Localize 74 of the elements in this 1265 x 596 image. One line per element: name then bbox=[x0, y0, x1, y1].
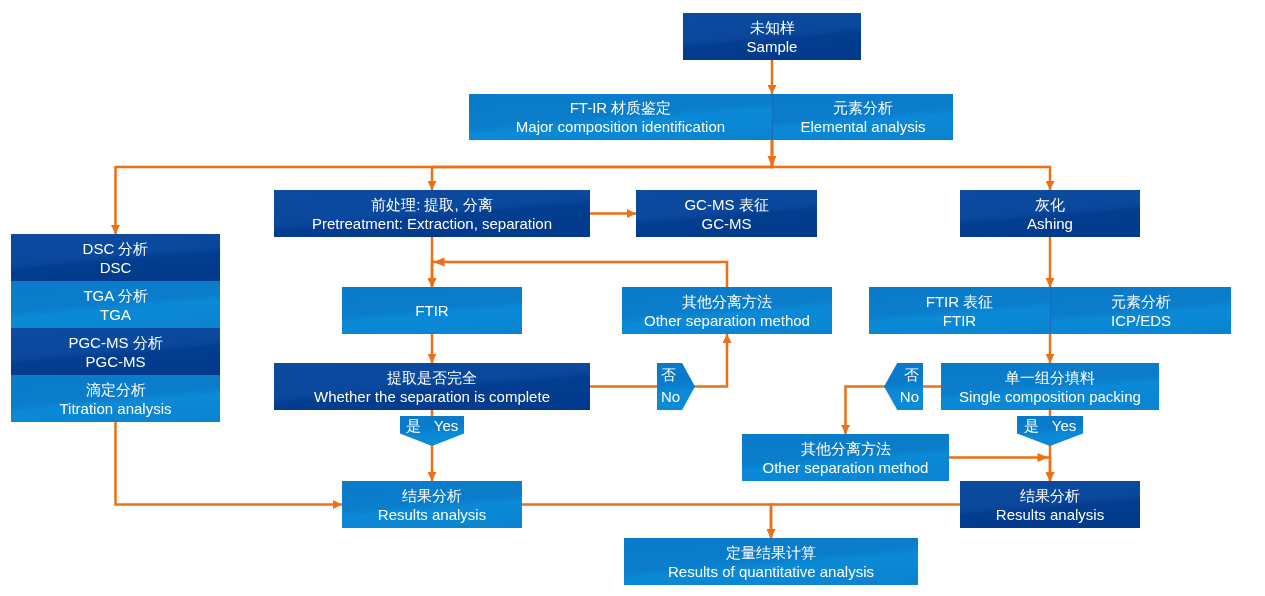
arrowhead bbox=[767, 156, 777, 167]
label: 未知样 bbox=[749, 17, 795, 37]
label: Whether the separation is complete bbox=[314, 386, 550, 406]
process-box bbox=[11, 328, 220, 375]
label: TGA bbox=[100, 304, 131, 324]
label: ICP/EDS bbox=[1111, 310, 1171, 330]
label: Other separation method bbox=[762, 457, 929, 477]
process-box bbox=[742, 434, 949, 481]
label: 元素分析 bbox=[833, 98, 893, 117]
process-box bbox=[772, 94, 953, 140]
label: Results analysis bbox=[995, 504, 1105, 524]
label: DSC bbox=[99, 257, 132, 277]
edge-label: 是 Yes bbox=[400, 416, 464, 446]
label: Results analysis bbox=[377, 504, 487, 524]
label: Titration analysis bbox=[59, 398, 172, 418]
process-box bbox=[624, 538, 918, 585]
arrow bbox=[767, 60, 777, 94]
process-box bbox=[274, 190, 590, 237]
label: FTIR bbox=[942, 310, 977, 330]
label: Sample bbox=[746, 36, 798, 56]
process-box bbox=[11, 234, 220, 281]
label: Elemental analysis bbox=[800, 117, 926, 136]
process-box bbox=[11, 281, 220, 328]
label: 元素分析 bbox=[1111, 291, 1171, 311]
label: 滴定分析 bbox=[85, 379, 146, 399]
label: 其他分离方法 bbox=[800, 438, 891, 458]
edge-label: 是 Yes bbox=[1017, 416, 1083, 446]
arrow bbox=[1045, 237, 1055, 287]
process-box bbox=[11, 375, 220, 422]
arrow bbox=[590, 209, 636, 218]
edge-label: 否 No bbox=[657, 363, 695, 410]
arrow bbox=[1045, 334, 1055, 363]
label: GC-MS 表征 bbox=[684, 194, 769, 214]
decision-box bbox=[941, 363, 1159, 410]
arrow bbox=[427, 260, 729, 287]
process-box bbox=[1050, 287, 1231, 334]
arrow bbox=[949, 456, 1055, 481]
label: Results of quantitative analysis bbox=[668, 561, 874, 581]
label: 单一组分填料 bbox=[1005, 367, 1095, 387]
process-box bbox=[636, 190, 817, 237]
decision-box bbox=[274, 363, 590, 410]
label: 定量结果计算 bbox=[726, 542, 816, 562]
label: 提取是否完全 bbox=[387, 367, 477, 387]
label: FT-IR 材质鉴定 bbox=[569, 98, 672, 117]
arrow bbox=[427, 334, 437, 363]
label: FTIR 表征 bbox=[925, 291, 994, 311]
label: Ashing bbox=[1027, 213, 1073, 233]
label: DSC 分析 bbox=[82, 238, 149, 258]
label: GC-MS bbox=[701, 213, 752, 233]
label: 前处理: 提取, 分离 bbox=[371, 194, 493, 214]
label: Single composition packing bbox=[959, 386, 1141, 406]
arrow bbox=[114, 422, 342, 509]
label: FTIR bbox=[415, 301, 449, 320]
arrow bbox=[766, 503, 960, 538]
process-box bbox=[960, 481, 1140, 528]
label: 灰化 bbox=[1035, 194, 1065, 214]
label: PGC-MS 分析 bbox=[68, 332, 163, 352]
label: 结果分析 bbox=[402, 485, 462, 505]
label: PGC-MS bbox=[85, 351, 146, 371]
arrow bbox=[770, 140, 1055, 190]
process-box bbox=[469, 94, 772, 140]
edge-label: 否 No bbox=[884, 363, 923, 410]
process-box bbox=[960, 190, 1140, 237]
label: TGA 分析 bbox=[83, 285, 148, 305]
label: 结果分析 bbox=[1020, 485, 1080, 505]
process-box bbox=[683, 13, 861, 60]
process-box bbox=[869, 287, 1050, 334]
label: 其他分离方法 bbox=[682, 291, 772, 311]
label: Major composition identification bbox=[515, 117, 726, 136]
process-box bbox=[342, 287, 522, 334]
process-box bbox=[622, 287, 832, 334]
label: Pretreatment: Extraction, separation bbox=[311, 213, 553, 233]
label: Other separation method bbox=[644, 310, 810, 330]
process-box bbox=[342, 481, 522, 528]
